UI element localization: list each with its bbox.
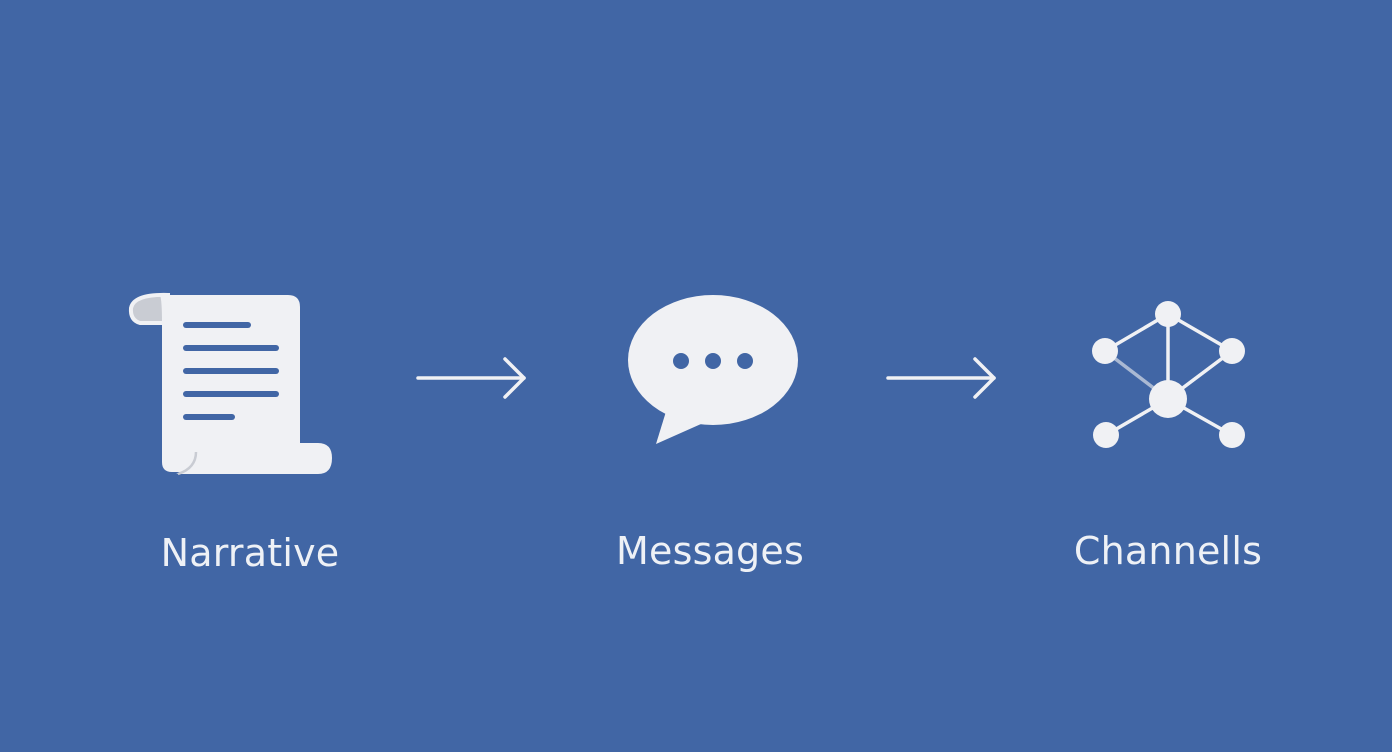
arrow-right-icon xyxy=(886,357,996,399)
arrow-right-icon xyxy=(416,357,526,399)
step-label-channels: Channells xyxy=(1073,529,1263,573)
speech-bubble-icon xyxy=(628,295,798,444)
step-label-narrative: Narrative xyxy=(160,531,340,575)
scroll-icon xyxy=(128,292,332,476)
network-icon xyxy=(1092,301,1245,448)
step-label-messages: Messages xyxy=(616,529,804,573)
